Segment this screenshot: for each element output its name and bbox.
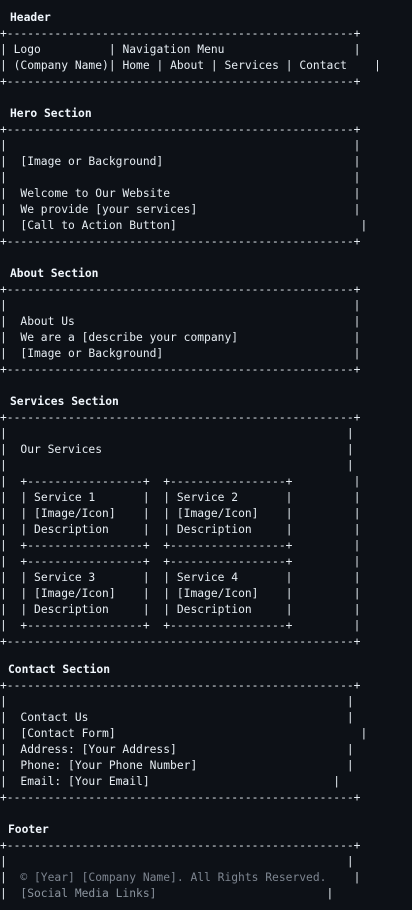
contact-section: Contact Section +-----------------------… <box>0 662 412 806</box>
services-grid-top-2: | +-----------------+ +-----------------… <box>0 555 361 568</box>
contact-row-title: | Contact Us | <box>0 711 354 724</box>
about-label: About Section <box>10 267 99 280</box>
contact-bottom-border: +---------------------------------------… <box>0 791 361 804</box>
footer-copyright: © [Year] [Company Name]. All Rights Rese… <box>20 871 327 884</box>
hero-section: Hero Section +--------------------------… <box>0 106 412 250</box>
services-grid-mid-1: | +-----------------+ +-----------------… <box>0 539 361 552</box>
footer-row-social: | [Social Media Links] | <box>0 887 334 900</box>
footer-section: Footer +--------------------------------… <box>0 822 412 910</box>
about-row-desc: | We are a [describe your company] | <box>0 331 361 344</box>
service-card-1-image-row: | | [Image/Icon] | | [Image/Icon] | | <box>0 507 361 520</box>
social-media-links[interactable]: [Social Media Links] <box>20 887 157 900</box>
service-3-image: [Image/Icon] <box>34 587 116 600</box>
contact-row-form: | [Contact Form] | <box>0 727 368 740</box>
contact-form-placeholder[interactable]: [Contact Form] <box>20 727 116 740</box>
service-3-description: Description <box>34 603 109 616</box>
about-top-border: +---------------------------------------… <box>0 283 361 296</box>
services-title: Our Services <box>20 443 103 456</box>
hero-image-placeholder: [Image or Background] <box>20 155 164 168</box>
about-blank-1: | | <box>0 299 361 312</box>
contact-label: Contact Section <box>8 663 111 676</box>
hero-cta-button[interactable]: [Call to Action Button] <box>20 219 177 232</box>
service-2-description: Description <box>176 523 252 536</box>
services-bottom-border: +---------------------------------------… <box>0 635 361 648</box>
hero-row-cta: | [Call to Action Button] | <box>0 219 368 232</box>
footer-label: Footer <box>8 823 49 836</box>
about-row-image: | [Image or Background] | <box>0 347 361 360</box>
services-blank-2: | | <box>0 459 354 472</box>
hero-blank-1: | | <box>0 139 361 152</box>
header-row-2: | (Company Name)| Home | About | Service… <box>0 59 381 72</box>
nav-item-services[interactable]: Services <box>224 59 279 72</box>
service-3-title: Service 3 <box>34 571 96 584</box>
about-description: We are a [describe your company] <box>20 331 239 344</box>
services-section: Services Section +----------------------… <box>0 394 412 650</box>
about-section: About Section +-------------------------… <box>0 266 412 378</box>
about-row-title: | About Us | <box>0 315 361 328</box>
header-row-1: | Logo | Navigation Menu | <box>0 43 361 56</box>
footer-row-copyright: | © [Year] [Company Name]. All Rights Re… <box>0 871 361 884</box>
hero-blank-2: | | <box>0 171 361 184</box>
footer-top-border: +---------------------------------------… <box>0 839 361 852</box>
service-card-1-desc-row: | | Description | | Description | | <box>0 523 361 536</box>
service-4-description: Description <box>176 603 252 616</box>
hero-row-provide: | We provide [your services] | <box>0 203 361 216</box>
contact-email: Email: [Your Email] <box>20 775 150 788</box>
contact-row-phone: | Phone: [Your Phone Number] | <box>0 759 354 772</box>
service-card-1-title-row: | | Service 1 | | Service 2 | | <box>0 491 361 504</box>
service-1-title: Service 1 <box>34 491 96 504</box>
contact-title: Contact Us <box>20 711 89 724</box>
company-name: (Company Name) <box>13 59 109 72</box>
service-card-3-title-row: | | Service 3 | | Service 4 | | <box>0 571 361 584</box>
nav-title: Navigation Menu <box>122 43 225 56</box>
hero-row-image: | [Image or Background] | <box>0 155 361 168</box>
service-4-title: Service 4 <box>176 571 239 584</box>
logo-text: Logo <box>13 43 41 56</box>
services-label: Services Section <box>10 395 119 408</box>
bottom-clip <box>0 903 412 910</box>
contact-row-address: | Address: [Your Address] | <box>0 743 354 756</box>
hero-top-border: +---------------------------------------… <box>0 123 361 136</box>
contact-blank-1: | | <box>0 695 354 708</box>
services-row-title: | Our Services | <box>0 443 354 456</box>
contact-phone: Phone: [Your Phone Number] <box>20 759 198 772</box>
services-grid-top-1: | +-----------------+ +-----------------… <box>0 475 361 488</box>
hero-welcome-text: Welcome to Our Website <box>20 187 171 200</box>
about-bottom-border: +---------------------------------------… <box>0 363 361 376</box>
service-4-image: [Image/Icon] <box>176 587 259 600</box>
services-grid-bottom: | +-----------------+ +-----------------… <box>0 619 361 632</box>
service-card-3-image-row: | | [Image/Icon] | | [Image/Icon] | | <box>0 587 361 600</box>
header-section: Header +--------------------------------… <box>0 10 412 90</box>
nav-item-home[interactable]: Home <box>122 59 150 72</box>
header-bottom-border: +---------------------------------------… <box>0 75 361 88</box>
footer-blank-1: | | <box>0 855 354 868</box>
hero-label: Hero Section <box>10 107 92 120</box>
header-top-border: +---------------------------------------… <box>0 27 361 40</box>
hero-provide-text: We provide [your services] <box>20 203 198 216</box>
service-1-image: [Image/Icon] <box>34 507 116 520</box>
hero-row-welcome: | Welcome to Our Website | <box>0 187 361 200</box>
contact-row-email: | Email: [Your Email] | <box>0 775 341 788</box>
service-2-title: Service 2 <box>176 491 239 504</box>
contact-address: Address: [Your Address] <box>20 743 177 756</box>
service-card-3-desc-row: | | Description | | Description | | <box>0 603 361 616</box>
header-label: Header <box>10 11 51 24</box>
service-1-description: Description <box>34 523 109 536</box>
about-title: About Us <box>20 315 75 328</box>
contact-top-border: +---------------------------------------… <box>0 679 361 692</box>
about-image-placeholder: [Image or Background] <box>20 347 164 360</box>
hero-bottom-border: +---------------------------------------… <box>0 235 361 248</box>
services-top-border: +---------------------------------------… <box>0 411 361 424</box>
nav-item-about[interactable]: About <box>170 59 205 72</box>
service-2-image: [Image/Icon] <box>176 507 259 520</box>
services-blank-1: | | <box>0 427 354 440</box>
nav-item-contact[interactable]: Contact <box>299 59 347 72</box>
